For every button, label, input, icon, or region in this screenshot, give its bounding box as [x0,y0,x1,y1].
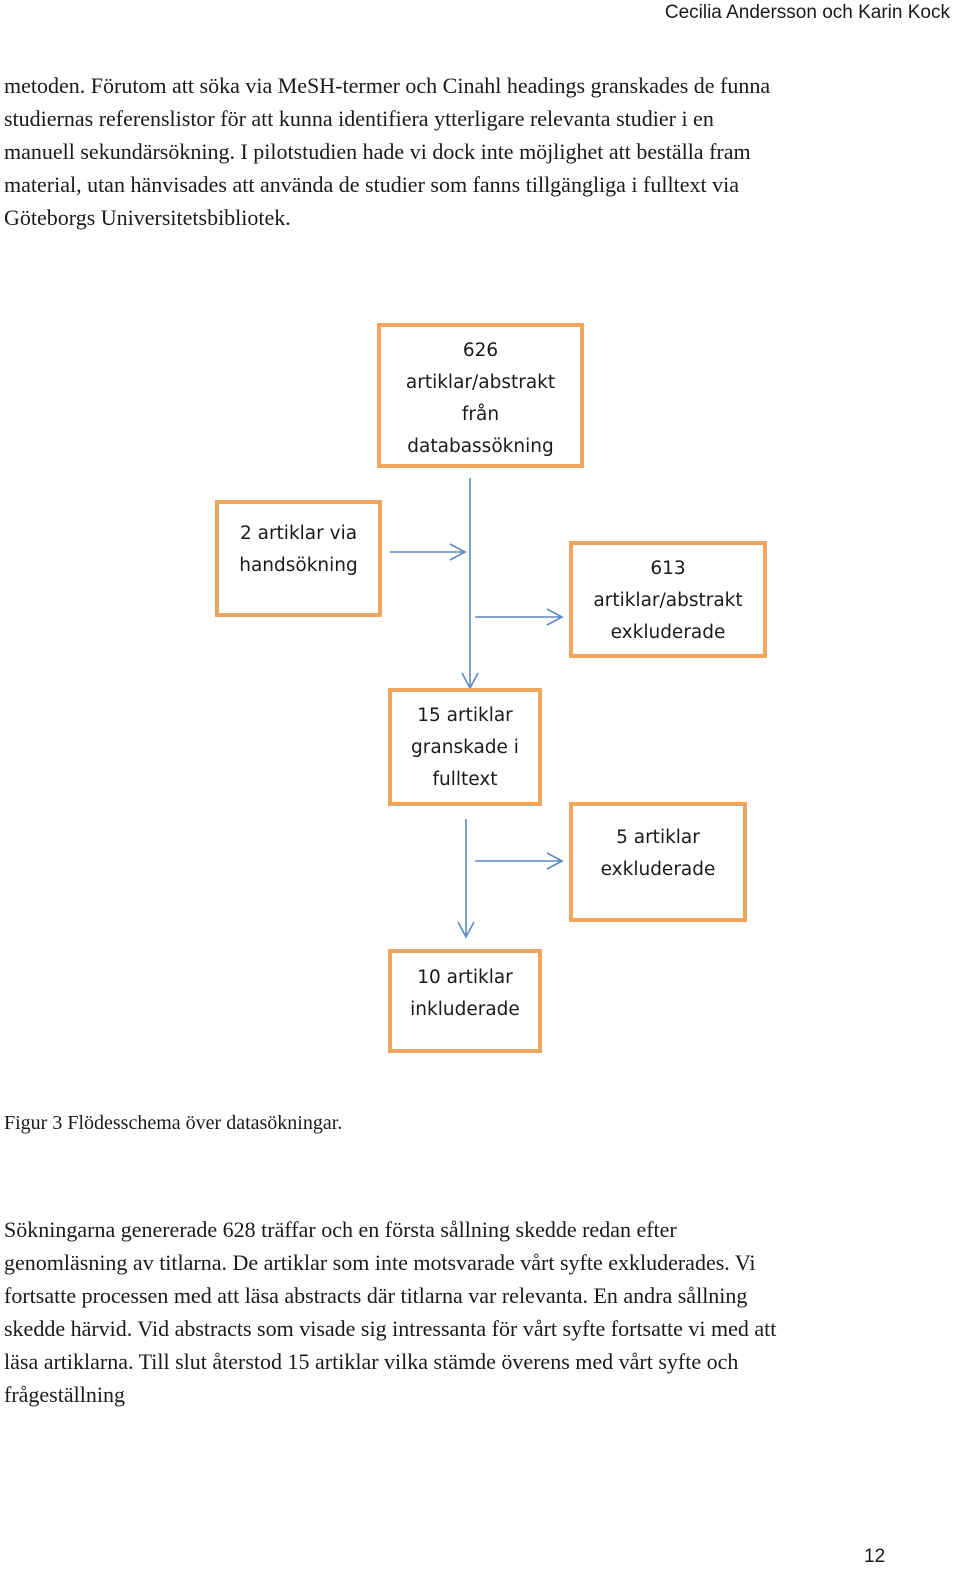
flow-box-text: exkluderade [600,859,716,880]
flow-box-text: artiklar/abstrakt [405,372,556,393]
arrowhead-right-5 [546,852,564,870]
arrowhead-right-613 [546,608,564,626]
flow-box-text: 10 artiklar [417,967,513,988]
flow-box-text: 5 artiklar [616,827,700,848]
body-paragraph-methods: metoden. Förutom att söka via MeSH-terme… [4,69,934,234]
arrowhead-down-15 [461,672,479,690]
paragraph-line: Sökningarna genererade 628 träffar och e… [4,1217,677,1242]
flow-box-text: exkluderade [610,622,726,643]
flow-box-included-10: 10 artiklar inkluderade [388,949,542,1053]
flow-box-text: handsökning [239,555,358,576]
flow-box-text: granskade i [411,737,519,758]
arrowhead-right-main [449,543,467,561]
running-header-authors: Cecilia Andersson och Karin Kock [664,2,950,23]
flow-box-text: inkluderade [410,999,520,1020]
paragraph-line: manuell sekundärsökning. I pilotstudien … [4,139,751,164]
flow-box-text: artiklar/abstrakt [593,590,743,611]
paragraph-line: metoden. Förutom att söka via MeSH-terme… [4,73,771,98]
paragraph-line: material, utan hänvisades att använda de… [4,172,739,197]
arrowhead-down-10 [457,921,475,939]
paragraph-line: Göteborgs Universitetsbibliotek. [4,205,291,230]
flow-box-text: databassökning [407,436,554,457]
figure-caption: Figur 3 Flödesschema över datasökningar. [4,1112,343,1134]
flow-box-text: 626 [462,340,499,361]
paragraph-line: skedde härvid. Vid abstracts som visade … [4,1316,777,1341]
paragraph-line: genomläsning av titlarna. De artiklar so… [4,1250,756,1275]
flow-box-excluded-5: 5 artiklar exkluderade [569,802,747,922]
flow-box-database-search: 626 artiklar/abstrakt från databassöknin… [377,323,584,468]
paragraph-line: fortsatte processen med att läsa abstrac… [4,1283,748,1308]
flow-box-excluded-613: 613 artiklar/abstrakt exkluderade [569,541,767,658]
page-number: 12 [864,1546,886,1567]
body-paragraph-results: Sökningarna genererade 628 träffar och e… [4,1213,934,1411]
flow-box-text: fulltext [432,769,498,790]
paragraph-line: frågeställning [4,1382,125,1407]
flow-box-hand-search: 2 artiklar via handsökning [215,500,382,617]
flow-box-text: från [461,404,500,425]
flow-box-text: 2 artiklar via [239,523,358,544]
flow-box-text: 15 artiklar [417,705,513,726]
paragraph-line: läsa artiklarna. Till slut återstod 15 a… [4,1349,739,1374]
flow-box-text: 613 [650,558,686,579]
flow-box-fulltext-reviewed: 15 artiklar granskade i fulltext [388,688,542,806]
paragraph-line: studiernas referenslistor för att kunna … [4,106,714,131]
